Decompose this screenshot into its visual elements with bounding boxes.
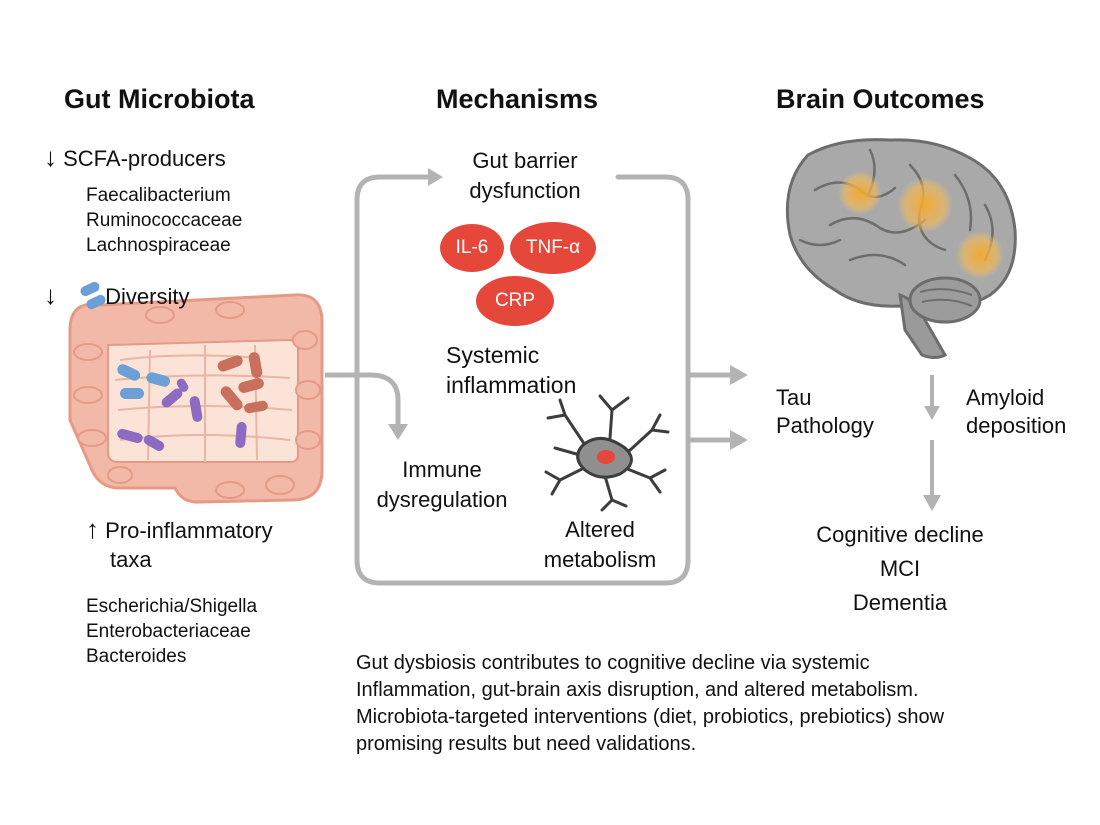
gut-barrier-line2: dysfunction (469, 178, 581, 203)
metabolism-line1: Altered (565, 517, 635, 542)
outcome-mci: MCI (879, 556, 921, 581)
arrow-to-cognitive-head (923, 495, 941, 511)
list-item: Lachnospiraceae (86, 235, 231, 256)
immune-dysregulation-label: Immune dysregulation (362, 455, 522, 515)
arrow-to-tau-head (730, 365, 748, 385)
down-arrow-icon: ↓ (44, 280, 57, 310)
amyloid-line2: deposition (966, 413, 1067, 438)
down-arrow-icon: ↓ (44, 142, 57, 172)
diversity-icon (80, 281, 106, 310)
scfa-taxa-list: Faecalibacterium Ruminococcaceae Lachnos… (86, 183, 242, 258)
up-arrow-icon: ↑ (86, 514, 99, 544)
tau-pathology-label: Tau Pathology (776, 384, 874, 440)
immune-line1: Immune (402, 457, 482, 482)
summary-line: Microbiota-targeted interventions (diet,… (356, 706, 945, 728)
list-item: Enterobacteriaceae (86, 621, 251, 642)
summary-line: Inflammation, gut-brain axis disruption,… (356, 679, 919, 701)
metabolism-line2: metabolism (543, 547, 657, 572)
heading-mechanisms: Mechanisms (436, 84, 599, 114)
proinflammatory-text: Pro-inflammatory (105, 518, 273, 543)
mechanisms-box (354, 174, 691, 586)
outcome-cognitive-decline: Cognitive decline (816, 522, 984, 547)
diversity-label: ↓ Diversity (44, 280, 189, 311)
arrow-to-brain-lower-head (730, 430, 748, 450)
list-item: Ruminococcaceae (86, 210, 243, 231)
proinflammatory-taxa-list: Escherichia/Shigella Enterobacteriaceae … (86, 594, 257, 669)
arrow-brain-down-head (924, 406, 940, 420)
summary-text: Gut dysbiosis contributes to cognitive d… (356, 650, 944, 758)
proinflammatory-text-line2: taxa (110, 547, 152, 572)
cytokine-il6: IL-6 (440, 224, 504, 272)
summary-line: promising results but need validations. (356, 733, 697, 755)
tau-line1: Tau (776, 385, 812, 410)
list-item: Escherichia/Shigella (86, 596, 258, 617)
cytokine-tnf: TNF-α (510, 222, 596, 274)
list-item: Bacteroides (86, 646, 187, 667)
tau-line2: Pathology (776, 413, 874, 438)
summary-line: Gut dysbiosis contributes to cognitive d… (356, 652, 870, 674)
arrow-gut-to-immune (325, 372, 401, 425)
gut-barrier-label: Gut barrier dysfunction (445, 146, 605, 206)
amyloid-deposition-label: Amyloid deposition (966, 384, 1066, 440)
immune-line2: dysregulation (376, 487, 508, 512)
arrow-into-barrier (428, 168, 443, 186)
arrow-gut-to-immune-head (388, 424, 408, 440)
systemic-inflammation-label: Systemic inflammation (446, 340, 576, 400)
intestine-illustration (68, 293, 324, 504)
brain-illustration (785, 138, 1017, 359)
outcome-dementia: Dementia (852, 590, 948, 615)
altered-metabolism-label: Altered metabolism (525, 515, 675, 575)
cytokine-crp: CRP (476, 276, 554, 326)
systemic-inflammation-line2: inflammation (446, 372, 577, 398)
diversity-text: Diversity (105, 284, 190, 309)
scfa-text: SCFA-producers (63, 146, 226, 171)
proinflammatory-label: ↑ Pro-inflammatory taxa (86, 515, 273, 574)
amyloid-line1: Amyloid (966, 385, 1045, 410)
heading-brain-outcomes: Brain Outcomes (776, 84, 985, 114)
cognitive-outcomes-list: Cognitive decline MCI Dementia (790, 518, 1010, 620)
scfa-label: ↓ SCFA-producers (44, 142, 226, 173)
systemic-inflammation-line1: Systemic (446, 342, 540, 368)
list-item: Faecalibacterium (86, 185, 231, 206)
neuron-icon (544, 394, 670, 512)
heading-gut-microbiota: Gut Microbiota (64, 84, 255, 114)
gut-barrier-line1: Gut barrier (472, 148, 578, 173)
